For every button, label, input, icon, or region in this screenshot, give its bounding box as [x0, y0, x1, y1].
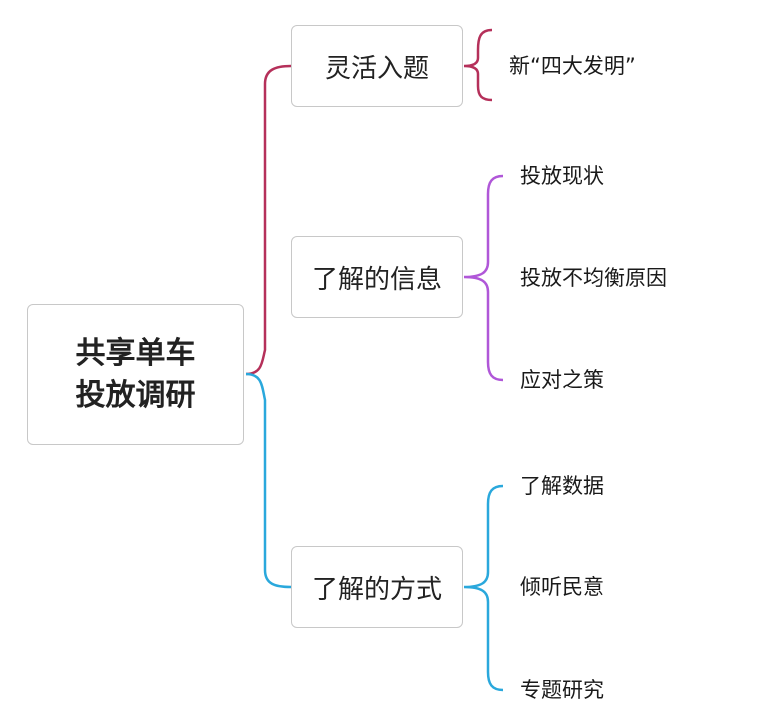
brace-branch-1 [463, 28, 493, 102]
leaf-3-3: 专题研究 [520, 678, 604, 702]
branch-label-1: 灵活入题 [324, 53, 429, 84]
branch-node-3: 了解的方式 [291, 546, 463, 628]
brace-branch-2 [463, 174, 504, 382]
branch-node-2: 了解的信息 [291, 236, 463, 318]
leaf-1-1: 新“四大发明” [509, 54, 636, 78]
leaf-3-1: 了解数据 [520, 474, 604, 498]
leaf-2-3: 应对之策 [520, 368, 604, 392]
leaf-2-2: 投放不均衡原因 [520, 266, 667, 290]
root-node: 共享单车 投放调研 [27, 304, 244, 445]
root-title-line-2: 投放调研 [75, 377, 196, 413]
brace-branch-3 [463, 484, 504, 692]
root-title-line-1: 共享单车 [75, 335, 196, 371]
leaf-3-2: 倾听民意 [520, 575, 604, 599]
branch-label-3: 了解的方式 [311, 574, 442, 605]
connector-root-to-branch-1 [245, 64, 292, 376]
connector-root-to-branch-3 [245, 372, 292, 589]
branch-label-2: 了解的信息 [311, 264, 442, 295]
branch-node-1: 灵活入题 [291, 25, 463, 107]
leaf-2-1: 投放现状 [520, 164, 604, 188]
